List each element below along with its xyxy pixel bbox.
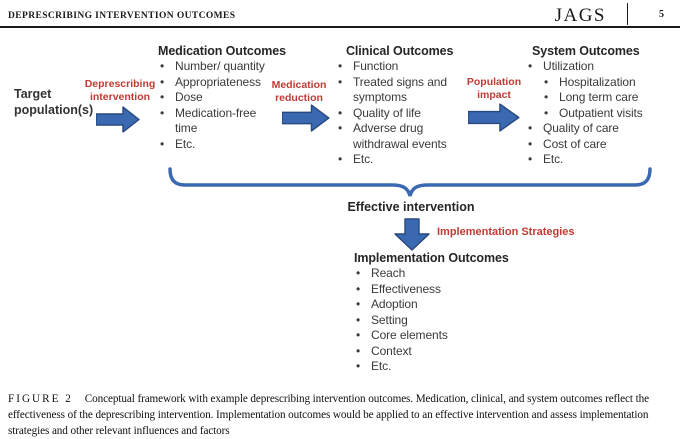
clinical-outcomes-column: Clinical Outcomes FunctionTreated signs …	[334, 44, 466, 168]
clinical-outcomes-title: Clinical Outcomes	[346, 44, 454, 58]
list-item: Etc.	[524, 152, 654, 168]
system-outcomes-title: System Outcomes	[532, 44, 640, 58]
figure-caption-label: FIGURE 2	[8, 393, 73, 406]
list-item: Effectiveness	[352, 282, 522, 298]
implementation-outcomes-list: ReachEffectivenessAdoptionSettingCore el…	[352, 266, 522, 375]
list-item: Etc.	[334, 152, 466, 168]
list-item: Outpatient visits	[524, 106, 654, 122]
running-head-title: DEPRESCRIBING INTERVENTION OUTCOMES	[8, 11, 236, 21]
population-impact-label: Population impact	[466, 76, 522, 101]
system-outcomes-column: System Outcomes UtilizationHospitalizati…	[524, 44, 654, 168]
list-item: Reach	[352, 266, 522, 282]
clinical-outcomes-list: FunctionTreated signs and symptomsQualit…	[334, 59, 466, 168]
list-item: Etc.	[352, 359, 522, 375]
list-item: Medication-free time	[156, 106, 280, 137]
journal-name: JAGS	[554, 5, 606, 26]
right-arrow-icon	[96, 106, 140, 133]
list-item: Dose	[156, 90, 280, 106]
implementation-strategies-label: Implementation Strategies	[437, 226, 575, 238]
page-number: 5	[659, 9, 664, 20]
list-item: Hospitalization	[524, 75, 654, 91]
list-item: Number/ quantity	[156, 59, 280, 75]
list-item: Setting	[352, 313, 522, 329]
medication-outcomes-list: Number/ quantityAppropriatenessDoseMedic…	[156, 59, 280, 152]
curly-brace-icon	[168, 167, 652, 197]
list-item: Quality of life	[334, 106, 466, 122]
target-population-label: Target population(s)	[14, 87, 94, 117]
list-item: Appropriateness	[156, 75, 280, 91]
effective-intervention-label: Effective intervention	[347, 200, 475, 214]
list-item: Quality of care	[524, 121, 654, 137]
list-item: Function	[334, 59, 466, 75]
list-item: Core elements	[352, 328, 522, 344]
deprescribing-intervention-label: Deprescribing intervention	[84, 78, 156, 103]
header-rule	[0, 26, 680, 28]
right-arrow-icon	[282, 104, 330, 132]
list-item: Adoption	[352, 297, 522, 313]
implementation-outcomes-column: Implementation Outcomes ReachEffectivene…	[352, 251, 522, 375]
system-outcomes-list: UtilizationHospitalizationLong term care…	[524, 59, 654, 168]
figure-caption-text: Conceptual framework with example depres…	[8, 393, 649, 437]
list-item: Context	[352, 344, 522, 360]
list-item: Utilization	[524, 59, 654, 75]
implementation-outcomes-title: Implementation Outcomes	[354, 251, 509, 265]
medication-outcomes-column: Medication Outcomes Number/ quantityAppr…	[156, 44, 286, 152]
down-arrow-icon	[394, 218, 430, 251]
list-item: Etc.	[156, 137, 280, 153]
list-item: Adverse drug withdrawal events	[334, 121, 466, 152]
list-item: Treated signs and symptoms	[334, 75, 466, 106]
list-item: Cost of care	[524, 137, 654, 153]
right-arrow-icon	[468, 103, 520, 132]
list-item: Long term care	[524, 90, 654, 106]
medication-outcomes-title: Medication Outcomes	[158, 44, 286, 58]
medication-reduction-label: Medication reduction	[271, 79, 327, 104]
header-divider	[626, 3, 628, 25]
